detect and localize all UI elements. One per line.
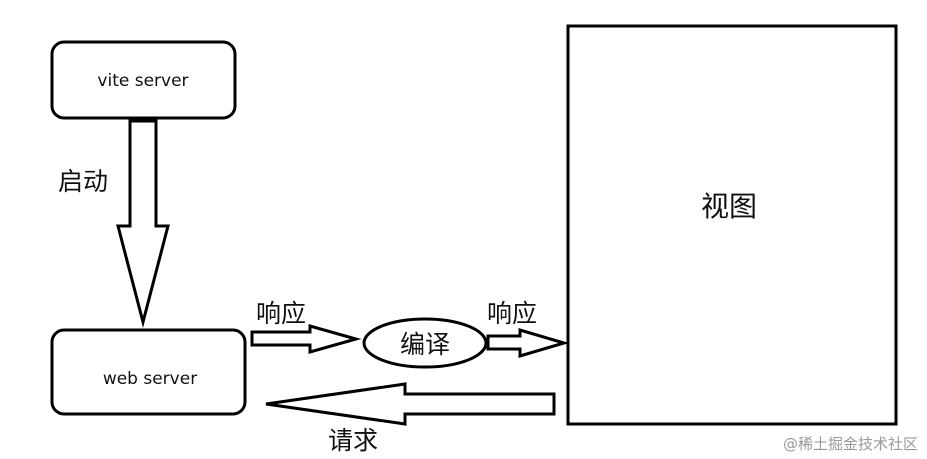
view-node: 视图	[566, 24, 898, 426]
response-arrow-2: 响应	[486, 299, 570, 359]
request-label: 请求	[328, 426, 378, 455]
request-arrow: 请求	[265, 382, 556, 455]
response-label-2: 响应	[487, 299, 537, 328]
compile-node: 编译	[362, 317, 488, 369]
vite-server-node: vite server	[50, 40, 237, 120]
vite-server-label: vite server	[97, 71, 188, 91]
web-server-node: web server	[50, 328, 247, 416]
compile-label: 编译	[400, 330, 450, 359]
response-arrow-1: 响应	[250, 299, 362, 354]
view-label: 视图	[701, 190, 757, 223]
start-label: 启动	[58, 167, 108, 196]
watermark-text: @稀土掘金技术社区	[783, 435, 918, 453]
start-arrow: 启动	[58, 119, 170, 328]
web-server-label: web server	[103, 369, 197, 389]
response-label-1: 响应	[256, 299, 306, 328]
